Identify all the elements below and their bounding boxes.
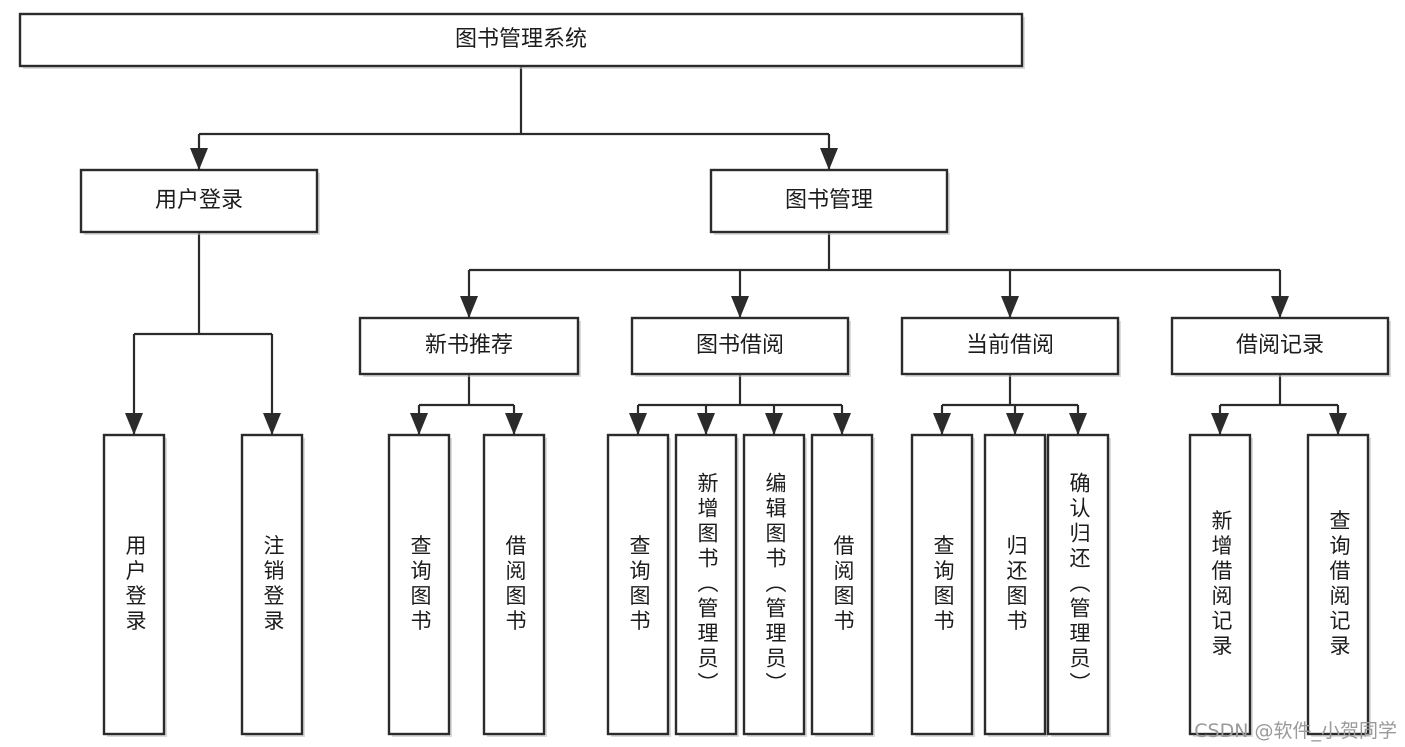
node-leaf-query-book-2[interactable]: 查询图书 (606, 433, 671, 737)
node-leaf-borrow-book-1-label: 借阅图书 (503, 535, 527, 635)
node-book-borrow[interactable]: 图书借阅 (630, 316, 851, 377)
node-leaf-add-book-label: 新增图书（管理员） (695, 472, 719, 697)
node-book-management-label: 图书管理 (785, 188, 873, 213)
node-leaf-query-book-3[interactable]: 查询图书 (910, 433, 975, 737)
book-borrow-arrow-0 (629, 413, 647, 435)
node-leaf-add-record[interactable]: 新增借阅记录 (1188, 433, 1253, 737)
node-leaf-user-login-label: 用户登录 (123, 535, 147, 635)
user-login-arrow-1 (263, 413, 281, 435)
node-leaf-borrow-book-2-label: 借阅图书 (831, 535, 855, 635)
node-leaf-query-record[interactable]: 查询借阅记录 (1306, 433, 1371, 737)
node-leaf-edit-book-label: 编辑图书（管理员） (763, 472, 787, 697)
node-user-login[interactable]: 用户登录 (79, 168, 320, 235)
current-borrow-arrow-0 (933, 413, 951, 435)
root-arrow-1 (820, 148, 838, 170)
node-leaf-borrow-book-2[interactable]: 借阅图书 (810, 433, 875, 737)
node-leaf-query-book-2-label: 查询图书 (627, 535, 651, 635)
new-book-recommend-arrow-1 (505, 413, 523, 435)
node-new-book-recommend-label: 新书推荐 (425, 333, 513, 358)
current-borrow-arrow-1 (1006, 413, 1024, 435)
book-borrow-arrow-3 (833, 413, 851, 435)
book-borrow-arrow-1 (697, 413, 715, 435)
node-user-login-label: 用户登录 (155, 188, 243, 213)
node-leaf-query-record-label: 查询借阅记录 (1327, 510, 1351, 660)
node-book-management[interactable]: 图书管理 (709, 168, 950, 235)
connectors-layer (125, 66, 1347, 435)
book-management-arrow-3 (1271, 296, 1289, 318)
new-book-recommend-arrow-0 (410, 413, 428, 435)
node-leaf-confirm-return-label: 确认归还（管理员） (1067, 472, 1091, 697)
node-leaf-add-record-label: 新增借阅记录 (1209, 510, 1233, 660)
node-current-borrow-label: 当前借阅 (966, 333, 1054, 358)
book-management-arrow-0 (460, 296, 478, 318)
node-root[interactable]: 图书管理系统 (18, 12, 1025, 69)
borrow-record-arrow-1 (1329, 413, 1347, 435)
book-management-arrow-2 (1001, 296, 1019, 318)
node-leaf-query-book-3-label: 查询图书 (931, 535, 955, 635)
node-borrow-record-label: 借阅记录 (1236, 333, 1324, 358)
node-leaf-add-book[interactable]: 新增图书（管理员） (674, 433, 739, 737)
node-new-book-recommend[interactable]: 新书推荐 (358, 316, 581, 377)
node-borrow-record[interactable]: 借阅记录 (1170, 316, 1391, 377)
node-root-label: 图书管理系统 (455, 27, 587, 52)
node-leaf-query-book-1[interactable]: 查询图书 (387, 433, 452, 737)
node-leaf-return-book[interactable]: 归还图书 (983, 433, 1048, 737)
root-arrow-0 (190, 148, 208, 170)
borrow-record-arrow-0 (1211, 413, 1229, 435)
node-leaf-borrow-book-1[interactable]: 借阅图书 (482, 433, 547, 737)
node-leaf-user-logout[interactable]: 注销登录 (240, 433, 305, 737)
node-leaf-return-book-label: 归还图书 (1004, 535, 1028, 635)
node-leaf-confirm-return[interactable]: 确认归还（管理员） (1046, 433, 1111, 737)
node-current-borrow[interactable]: 当前借阅 (900, 316, 1121, 377)
node-leaf-edit-book[interactable]: 编辑图书（管理员） (742, 433, 807, 737)
node-book-borrow-label: 图书借阅 (696, 333, 784, 358)
node-leaf-query-book-1-label: 查询图书 (408, 535, 432, 635)
node-leaf-user-login[interactable]: 用户登录 (102, 433, 167, 737)
nodes-layer: 图书管理系统用户登录图书管理用户登录注销登录新书推荐查询图书借阅图书图书借阅查询… (18, 12, 1391, 737)
book-borrow-arrow-2 (765, 413, 783, 435)
node-leaf-user-logout-label: 注销登录 (261, 535, 285, 635)
user-login-arrow-0 (125, 413, 143, 435)
book-management-arrow-1 (731, 296, 749, 318)
current-borrow-arrow-2 (1069, 413, 1087, 435)
